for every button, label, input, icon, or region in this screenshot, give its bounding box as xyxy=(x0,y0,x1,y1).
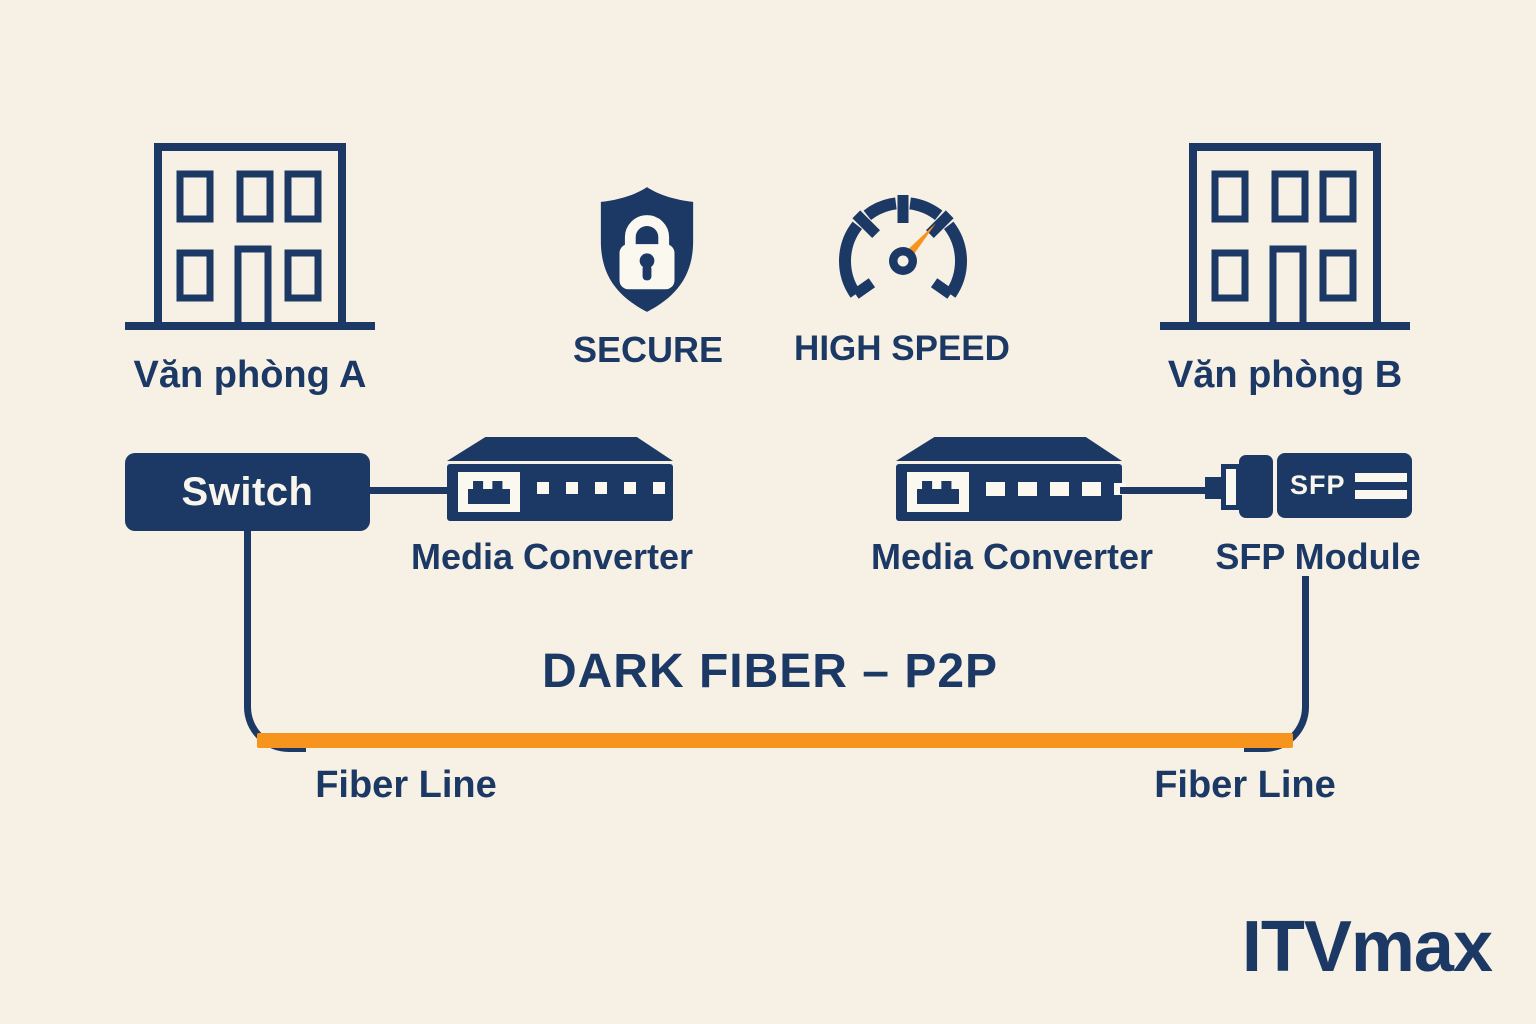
high-speed-label: HIGH SPEED xyxy=(794,329,1010,368)
ethernet-port-icon xyxy=(458,472,520,512)
media-converter-lid xyxy=(896,437,1122,461)
sfp-module-label: SFP Module xyxy=(1215,536,1421,577)
fiber-path-left xyxy=(244,530,306,752)
office-a-label: Văn phòng A xyxy=(133,354,367,396)
building-icon xyxy=(125,143,375,330)
media-converter-body xyxy=(896,464,1126,521)
led-indicators xyxy=(986,482,1126,496)
sfp-connector-tip xyxy=(1205,477,1223,499)
led-indicators xyxy=(537,482,665,494)
sfp-module-icon: SFP xyxy=(1277,453,1412,518)
fiber-cable-line xyxy=(257,733,1293,748)
switch-label: Switch xyxy=(181,469,314,514)
ethernet-port-icon xyxy=(907,472,969,512)
link-line xyxy=(366,487,450,494)
fiber-line-right-label: Fiber Line xyxy=(1154,764,1336,806)
rj45-plug-icon xyxy=(917,481,959,504)
speedometer-icon xyxy=(839,195,967,299)
sfp-vent-bars xyxy=(1354,472,1407,499)
media-converter-body xyxy=(447,464,673,521)
secure-label: SECURE xyxy=(572,329,724,370)
shield-lock-icon xyxy=(600,187,694,312)
media-converter-icon xyxy=(447,437,673,521)
link-line xyxy=(1120,487,1210,494)
switch-box: Switch xyxy=(125,453,370,531)
sfp-chip-text: SFP xyxy=(1290,470,1346,500)
media-converter-icon xyxy=(896,437,1126,521)
dark-fiber-title: DARK FIBER – P2P xyxy=(541,645,999,698)
building-icon xyxy=(1160,143,1410,330)
office-b-label: Văn phòng B xyxy=(1167,354,1403,396)
fiber-line-left-label: Fiber Line xyxy=(315,764,497,806)
sfp-connector-neck xyxy=(1221,464,1241,510)
media-converter-a-label: Media Converter xyxy=(410,536,694,577)
media-converter-b-label: Media Converter xyxy=(870,536,1154,577)
media-converter-lid xyxy=(447,437,673,461)
fiber-path-right xyxy=(1244,576,1309,752)
itvmax-logo: ITVmax xyxy=(1241,907,1493,987)
rj45-plug-icon xyxy=(468,481,510,504)
sfp-connector-barrel xyxy=(1239,455,1273,518)
